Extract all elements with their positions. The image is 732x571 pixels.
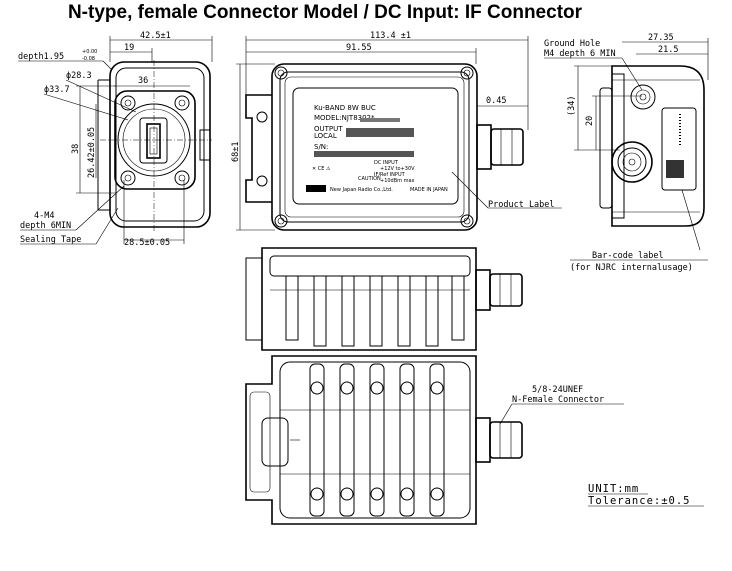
page-title: N-type, female Connector Model / DC Inpu… xyxy=(67,2,583,23)
label-unef: 5/8-24UNEF xyxy=(532,385,583,395)
dim-depth-tol-bot: -0.08 xyxy=(82,56,95,62)
label-caution: CAUTION xyxy=(358,176,381,182)
label-m4-depth: M4 depth 6 MIN xyxy=(544,49,616,59)
dim-34: (34) xyxy=(567,96,577,116)
label-barcode-strip xyxy=(360,118,400,122)
right-view: Ground Hole M4 depth 6 MIN 27.35 21.5 (3… xyxy=(544,33,709,273)
label-line1: Ku-BAND 8W BUC xyxy=(314,104,376,112)
ce-mark-icon: ✕ CE ⚠ xyxy=(312,166,331,172)
label-n-female: N-Female Connector xyxy=(512,395,604,405)
label-line5: S/N: xyxy=(314,143,328,151)
label-4m4: 4-M4 xyxy=(34,211,54,221)
dim-2735: 27.35 xyxy=(648,33,674,43)
label-if-power: +10dBm max xyxy=(380,178,415,184)
left-view: 42.5±1 19 depth1.95 +0.00 -0.08 ϕ28.3 36… xyxy=(18,31,213,248)
tolerance-note: Tolerance:±0.5 xyxy=(588,495,691,507)
dim-20: 20 xyxy=(585,116,595,126)
label-barcode-1 xyxy=(346,128,414,137)
dim-285: 28.5±0.05 xyxy=(124,238,170,248)
label-sealing-tape: Sealing Tape xyxy=(20,235,81,245)
label-barcode: Bar-code label xyxy=(592,251,664,261)
label-dc-input: DC INPUT xyxy=(374,160,399,166)
dim-38: 38 xyxy=(71,144,81,154)
dim-68: 68±1 xyxy=(231,142,241,162)
side-view xyxy=(245,247,523,351)
label-ground-hole: Ground Hole xyxy=(544,39,600,49)
dim-phi337: ϕ33.7 xyxy=(44,85,70,95)
bottom-view: 5/8-24UNEF N-Female Connector UNIT:mm To… xyxy=(245,355,704,525)
label-depth6: depth 6MIN xyxy=(20,221,71,231)
label-if-input: IF/Ref INPUT xyxy=(374,172,406,178)
dim-9155: 91.55 xyxy=(346,43,372,53)
label-barcode-2 xyxy=(314,151,414,157)
dim-215: 21.5 xyxy=(658,45,678,55)
dim-depth-tol-top: +0.00 xyxy=(82,49,97,55)
label-product-label: Product Label xyxy=(488,200,555,210)
dim-depth195: depth1.95 xyxy=(18,52,64,62)
label-line4: LOCAL xyxy=(314,132,337,140)
label-made-in: MADE IN JAPAN xyxy=(410,187,448,193)
label-dc-voltage: +12V to+30V xyxy=(380,166,415,172)
dim-36: 36 xyxy=(138,76,148,86)
dim-2642: 26.42±0.05 xyxy=(87,127,97,178)
label-company: New Japan Radio Co.,Ltd. xyxy=(330,187,393,193)
label-barcode-note: (for NJRC internalusage) xyxy=(570,263,693,273)
dim-1134: 113.4 ±1 xyxy=(370,31,411,41)
unit-note: UNIT:mm xyxy=(588,483,639,495)
dim-19: 19 xyxy=(124,43,134,53)
qr-code-icon xyxy=(666,160,684,178)
label-line2: MODEL:NJT8302* xyxy=(314,114,375,122)
top-view: 113.4 ±1 91.55 68±1 Ku-BAND 8W BUC MODEL… xyxy=(231,31,562,231)
label-line3: OUTPUT xyxy=(314,125,343,133)
dim-045: 0.45 xyxy=(486,96,506,106)
njrc-logo xyxy=(306,185,326,192)
dim-width-left: 42.5±1 xyxy=(140,31,171,41)
dim-phi283: ϕ28.3 xyxy=(66,71,92,81)
